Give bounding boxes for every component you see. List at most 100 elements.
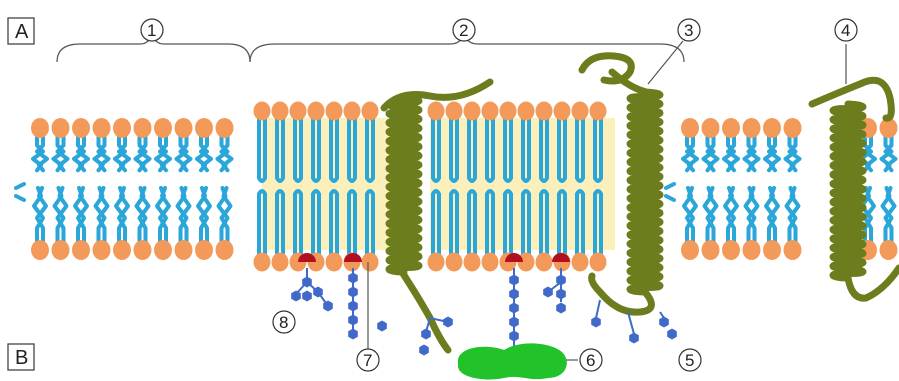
lipid-head (216, 240, 234, 260)
sugar-residue (556, 303, 566, 314)
callout-6: 6 (580, 349, 602, 371)
lipid-head (500, 102, 517, 121)
side-label-b: B (15, 347, 28, 369)
lipid-head (784, 240, 802, 260)
lipid-head (52, 118, 70, 138)
lipid-head (326, 102, 343, 121)
lipid-head (743, 118, 761, 138)
svg-text:8: 8 (279, 313, 288, 332)
lipid-head (428, 253, 445, 272)
sugar-residue (543, 287, 553, 298)
lipid-head (272, 102, 289, 121)
lipid-head (326, 253, 343, 272)
lipid-tail (16, 184, 24, 200)
sugar-residue (591, 317, 601, 328)
lipid-head (272, 253, 289, 272)
lipid-head (31, 240, 49, 260)
lipid-head (113, 240, 131, 260)
lipid-head (72, 118, 90, 138)
sugar-residue (348, 315, 358, 326)
sugar-residue (509, 275, 519, 286)
lipid-head (702, 118, 720, 138)
lipid-head (784, 118, 802, 138)
lipid-head (722, 118, 740, 138)
callout-2: 2 (453, 19, 475, 41)
lipid-head (52, 240, 70, 260)
svg-text:2: 2 (459, 21, 468, 40)
lipid-head (134, 240, 152, 260)
sugar-residue (348, 287, 358, 298)
sugar-residue (421, 329, 431, 340)
attached-peripheral-protein (458, 343, 567, 379)
lipid-head (308, 102, 325, 121)
lipid-head (93, 240, 111, 260)
lipid-head (536, 253, 553, 272)
lipid-head (702, 240, 720, 260)
sugar-residue (509, 317, 519, 328)
lipid-head (175, 240, 193, 260)
lipid-head (722, 240, 740, 260)
lipid-head (254, 102, 271, 121)
svg-text:1: 1 (147, 21, 156, 40)
sugar-residue (377, 321, 387, 332)
svg-text:4: 4 (841, 21, 850, 40)
lipid-head (880, 240, 898, 260)
sugar-residue (348, 301, 358, 312)
lipid-head (681, 240, 699, 260)
lipid-head (134, 118, 152, 138)
callout-8: 8 (273, 311, 295, 333)
sugar-residue (556, 289, 566, 300)
lipid-head (482, 253, 499, 272)
sugar-residue (509, 331, 519, 342)
lipid-tail (666, 184, 674, 200)
lipid-head (254, 253, 271, 272)
svg-text:3: 3 (684, 21, 693, 40)
lipid-head (113, 118, 131, 138)
glycan-chains (291, 253, 677, 380)
sugar-residue (419, 345, 429, 356)
lipid-head (536, 102, 553, 121)
lipid-head (572, 102, 589, 121)
lipid-head (362, 102, 379, 121)
sugar-residue (348, 329, 358, 340)
lipid-head (31, 118, 49, 138)
lipid-head (290, 102, 307, 121)
lipid-head (482, 102, 499, 121)
lipid-head (554, 102, 571, 121)
lipid-head (72, 240, 90, 260)
lipid-head (763, 118, 781, 138)
callout-3: 3 (678, 19, 700, 41)
gpi-anchor (344, 253, 362, 262)
sugar-residue (629, 333, 639, 344)
lipid-head (464, 102, 481, 121)
lipid-head (518, 102, 535, 121)
glycan-link (596, 300, 600, 318)
svg-text:6: 6 (586, 351, 595, 370)
lipid-head (763, 240, 781, 260)
sugar-residue (291, 291, 301, 302)
lipid-head (175, 118, 193, 138)
sugar-residue (509, 289, 519, 300)
lipid-head (195, 118, 213, 138)
lipid-head (154, 240, 172, 260)
sugar-residue (509, 303, 519, 314)
svg-text:5: 5 (685, 351, 694, 370)
lipid-head (464, 253, 481, 272)
leader-line-3 (648, 41, 683, 84)
lipid-head (681, 118, 699, 138)
callout-7: 7 (357, 349, 379, 371)
callout-1: 1 (141, 19, 163, 41)
callout-5: 5 (679, 349, 701, 371)
lipid-head (344, 102, 361, 121)
gpi-anchor (552, 253, 570, 262)
lipid-head (446, 102, 463, 121)
transmembrane-helix-protein (389, 98, 419, 272)
lipid-head (216, 118, 234, 138)
lipid-head (572, 253, 589, 272)
lipid-head (195, 240, 213, 260)
callout-4: 4 (835, 19, 857, 41)
sugar-residue (659, 317, 669, 328)
svg-text:7: 7 (363, 351, 372, 370)
sugar-residue (443, 317, 453, 328)
